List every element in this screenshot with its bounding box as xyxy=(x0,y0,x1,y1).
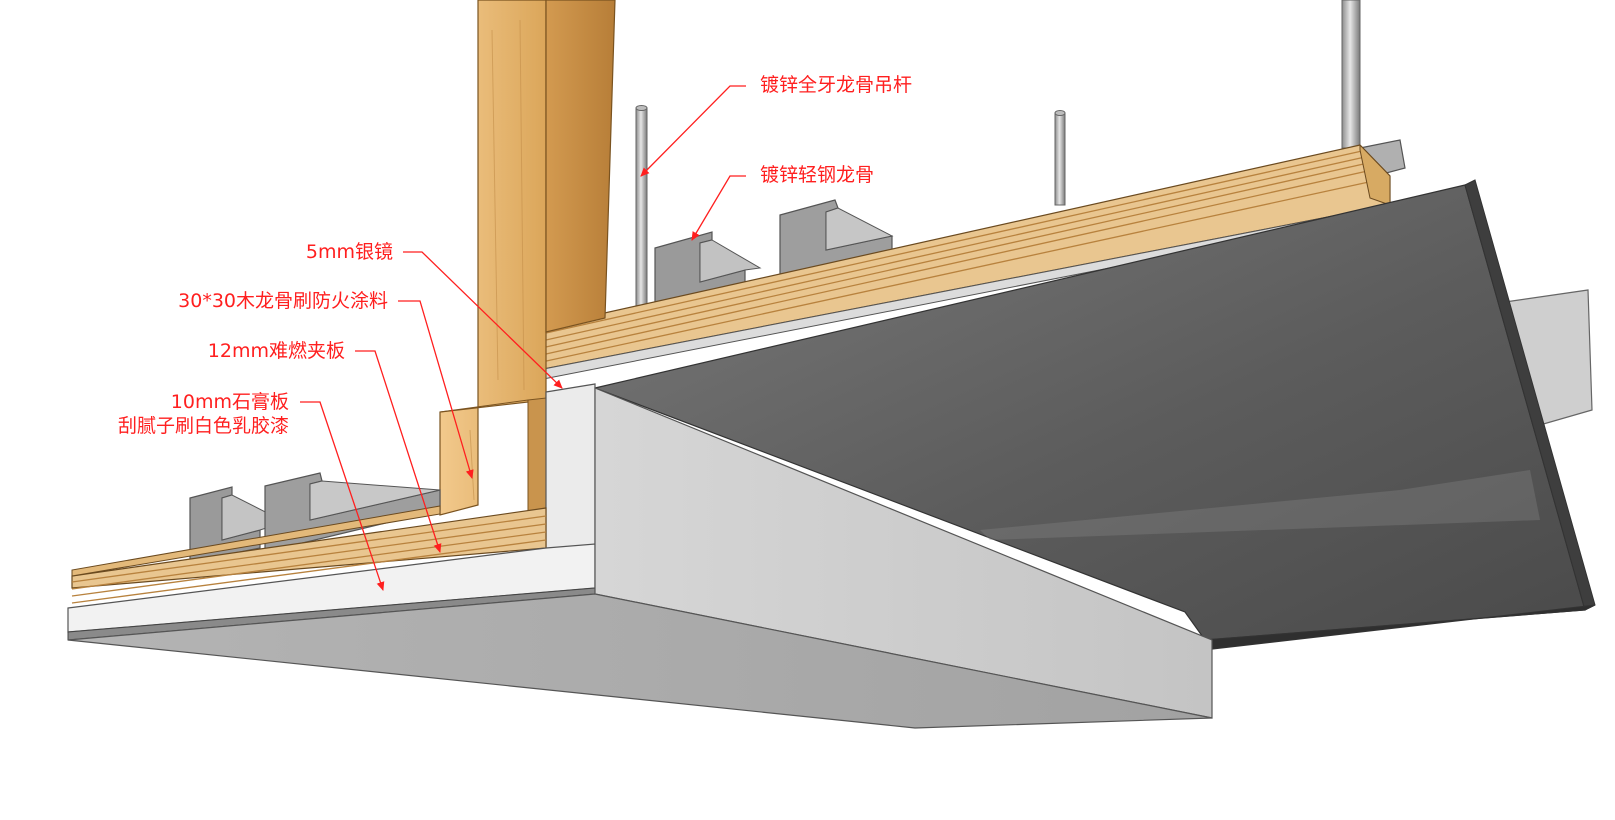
leader-wood-keel xyxy=(398,300,474,479)
vertical-gypsum-strip xyxy=(545,383,596,567)
leader-lines xyxy=(300,85,746,591)
leader-gypsum xyxy=(300,401,385,591)
gypsum-box-bottom-face xyxy=(67,593,1213,729)
leader-plywood xyxy=(355,350,442,553)
gypsum-box xyxy=(67,387,1213,729)
upper-plywood-board xyxy=(527,143,1396,383)
wood-keel xyxy=(439,0,616,525)
label-wood-keel: 30*30木龙骨刷防火涂料 xyxy=(178,290,388,312)
label-plywood: 12mm难燃夹板 xyxy=(207,340,345,362)
mirror-soffit xyxy=(592,179,1596,651)
label-silver-mirror: 5mm银镜 xyxy=(305,241,393,263)
label-steel-keel: 镀锌轻钢龙骨 xyxy=(760,164,875,186)
hanger-rod-left xyxy=(635,107,648,309)
label-gypsum-line2: 刮腻子刷白色乳胶漆 xyxy=(117,415,289,437)
label-hanger-rod: 镀锌全牙龙骨吊杆 xyxy=(760,74,913,96)
hanger-rod-middle xyxy=(1054,112,1066,206)
leader-silver-mirror xyxy=(403,251,563,389)
lower-plywood-board xyxy=(71,505,547,604)
leader-steel-keel xyxy=(691,175,746,241)
label-gypsum-line1: 10mm石膏板 xyxy=(170,391,289,413)
hanger-rods xyxy=(635,0,1361,309)
hanger-rod-right xyxy=(1341,0,1361,149)
leader-hanger-rod xyxy=(640,85,746,177)
